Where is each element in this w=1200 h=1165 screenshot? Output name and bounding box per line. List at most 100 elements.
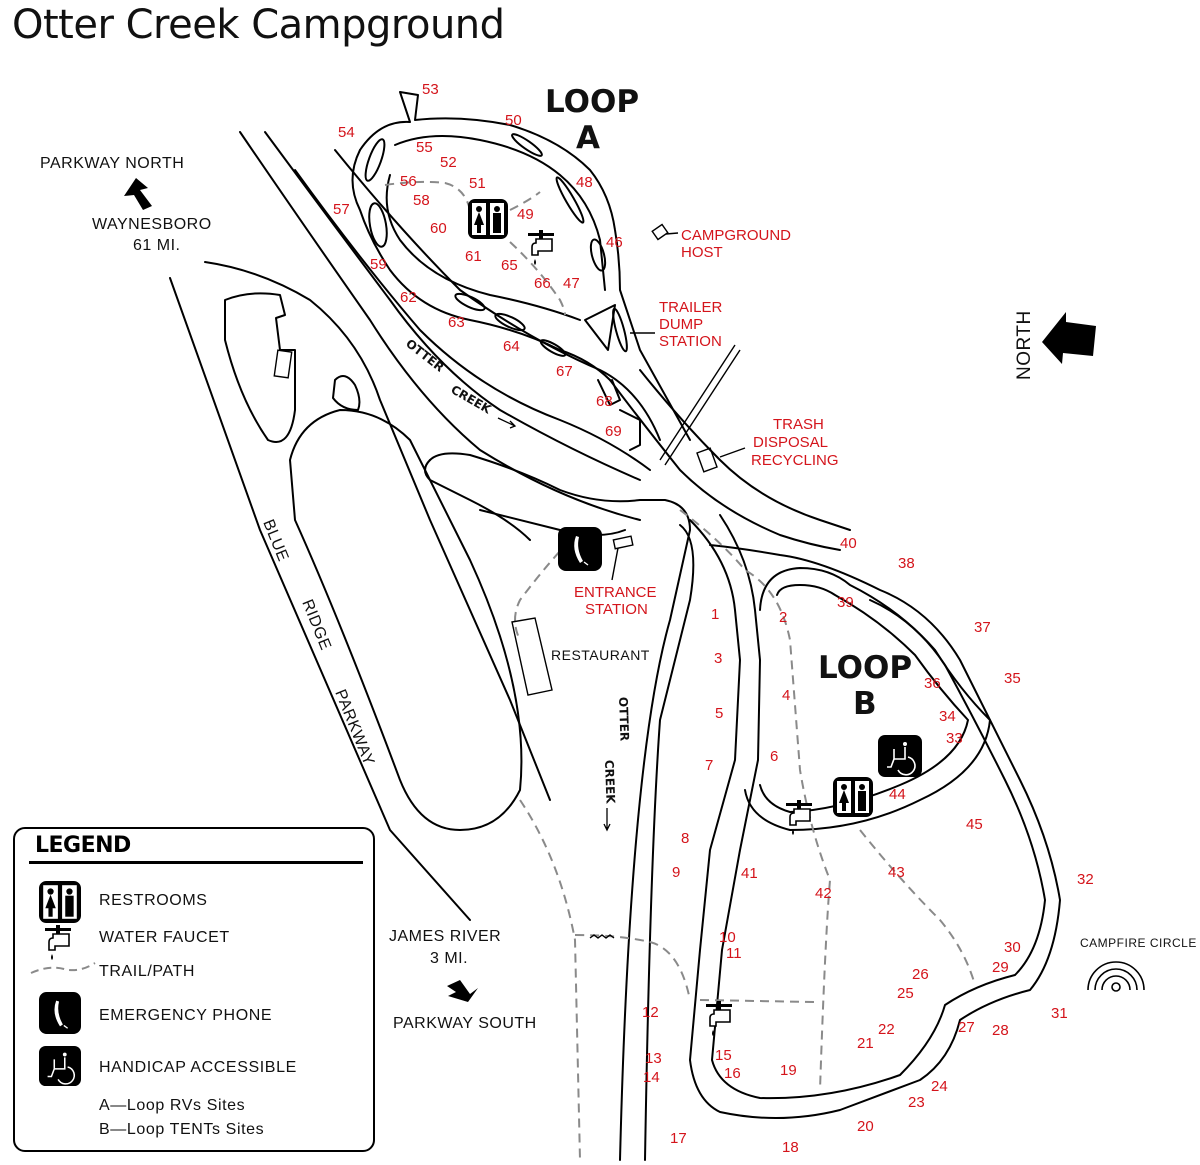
road-label-ridge: RIDGE (298, 597, 334, 653)
parkway-north-label: PARKWAY NORTH (40, 155, 184, 172)
site-number-1: 1 (711, 606, 719, 623)
trailer-dump-label-2: DUMP (659, 316, 703, 333)
site-number-34: 34 (939, 708, 956, 725)
site-number-64: 64 (503, 338, 520, 355)
site-number-61: 61 (465, 248, 482, 265)
site-number-36: 36 (924, 675, 941, 692)
waynesboro-label: WAYNESBORO (92, 216, 212, 233)
loop-b-title: LOOP (818, 650, 912, 686)
parkway-south-label: PARKWAY SOUTH (393, 1015, 537, 1032)
site-number-49: 49 (517, 206, 534, 223)
loop-a-title: LOOP (545, 84, 639, 120)
james-river-label: JAMES RIVER (389, 928, 501, 945)
site-number-50: 50 (505, 112, 522, 129)
phone-icon (39, 992, 81, 1034)
site-number-46: 46 (606, 234, 623, 251)
creek-label-otter-upper: OTTER (403, 336, 447, 374)
site-number-20: 20 (857, 1118, 874, 1135)
site-number-26: 26 (912, 966, 929, 983)
site-number-37: 37 (974, 619, 991, 636)
restroom-icon-loop-b (833, 777, 873, 817)
site-number-43: 43 (888, 864, 905, 881)
loop-b-trail (514, 509, 976, 1161)
site-number-44: 44 (889, 786, 906, 803)
legend-title: LEGEND (35, 833, 131, 858)
trash-label-3: RECYCLING (751, 452, 839, 469)
trash-recycling-bin (696, 447, 718, 473)
water-faucet-icon-lower (705, 1000, 733, 1037)
site-number-27: 27 (958, 1019, 975, 1036)
trail-icon (30, 962, 96, 974)
trash-label-2: DISPOSAL (753, 434, 828, 451)
restroom-icon (39, 881, 81, 923)
site-number-59: 59 (370, 256, 387, 273)
site-number-31: 31 (1051, 1005, 1068, 1022)
campground-host-label-1: CAMPGROUND (681, 227, 791, 244)
legend-item-emergency-phone: EMERGENCY PHONE (99, 1007, 273, 1024)
campfire-circle-icon (1087, 961, 1145, 992)
restaurant-label: RESTAURANT (551, 647, 650, 663)
trailer-dump-label-3: STATION (659, 333, 722, 350)
restaurant-building (511, 617, 553, 696)
wheelchair-icon (39, 1045, 81, 1087)
site-number-69: 69 (605, 423, 622, 440)
otter-creek (294, 149, 695, 1161)
campground-host-label-2: HOST (681, 244, 723, 261)
entrance-station-label-2: STATION (585, 601, 648, 618)
legend-item-handicap: HANDICAP ACCESSIBLE (99, 1059, 297, 1076)
site-number-56: 56 (400, 173, 417, 190)
site-number-38: 38 (898, 555, 915, 572)
site-number-66: 66 (534, 275, 551, 292)
blue-ridge-parkway (169, 131, 641, 921)
road-label-parkway: PARKWAY (331, 687, 377, 768)
site-number-9: 9 (672, 864, 680, 881)
emergency-phone-icon (557, 526, 603, 572)
parkway-north-arrow-icon (124, 178, 152, 210)
site-number-18: 18 (782, 1139, 799, 1156)
legend-item-water-faucet: WATER FAUCET (99, 929, 230, 946)
site-number-24: 24 (931, 1078, 948, 1095)
site-number-33: 33 (946, 730, 963, 747)
north-label: NORTH (1014, 310, 1035, 380)
site-number-35: 35 (1004, 670, 1021, 687)
site-number-40: 40 (840, 535, 857, 552)
site-number-57: 57 (333, 201, 350, 218)
campfire-circle-label: CAMPFIRE CIRCLE (1080, 936, 1197, 950)
campground-host-building (651, 223, 669, 241)
site-number-51: 51 (469, 175, 486, 192)
main-entrance-road (479, 344, 851, 551)
footbridge (589, 934, 615, 939)
site-number-63: 63 (448, 314, 465, 331)
site-number-28: 28 (992, 1022, 1009, 1039)
site-number-60: 60 (430, 220, 447, 237)
site-number-55: 55 (416, 139, 433, 156)
legend-panel: LEGEND RESTROOMS WATER FAUCET TRAIL/PATH… (13, 827, 375, 1152)
site-number-23: 23 (908, 1094, 925, 1111)
site-number-16: 16 (724, 1065, 741, 1082)
waynesboro-distance: 61 MI. (133, 237, 180, 254)
loop-a-trail (384, 180, 566, 316)
trailer-dump-label-1: TRAILER (659, 299, 723, 316)
loop-a-letter: A (576, 120, 600, 156)
water-faucet-icon (44, 924, 72, 961)
site-number-22: 22 (878, 1021, 895, 1038)
site-number-53: 53 (422, 81, 439, 98)
site-number-54: 54 (338, 124, 355, 141)
site-number-21: 21 (857, 1035, 874, 1052)
james-river-distance: 3 MI. (430, 950, 468, 967)
site-number-29: 29 (992, 959, 1009, 976)
site-number-62: 62 (400, 289, 417, 306)
site-number-52: 52 (440, 154, 457, 171)
site-number-2: 2 (779, 609, 787, 626)
site-number-8: 8 (681, 830, 689, 847)
water-faucet-icon-loop-a (527, 229, 555, 266)
creek-label-otter-lower: OTTER (616, 697, 632, 742)
site-number-5: 5 (715, 705, 723, 722)
wheelchair-icon-loop-b (877, 734, 923, 778)
north-arrow-icon (1042, 312, 1096, 364)
site-number-11: 11 (726, 945, 742, 962)
site-number-6: 6 (770, 748, 778, 765)
site-number-10: 10 (719, 929, 736, 946)
legend-item-trail: TRAIL/PATH (99, 963, 196, 980)
